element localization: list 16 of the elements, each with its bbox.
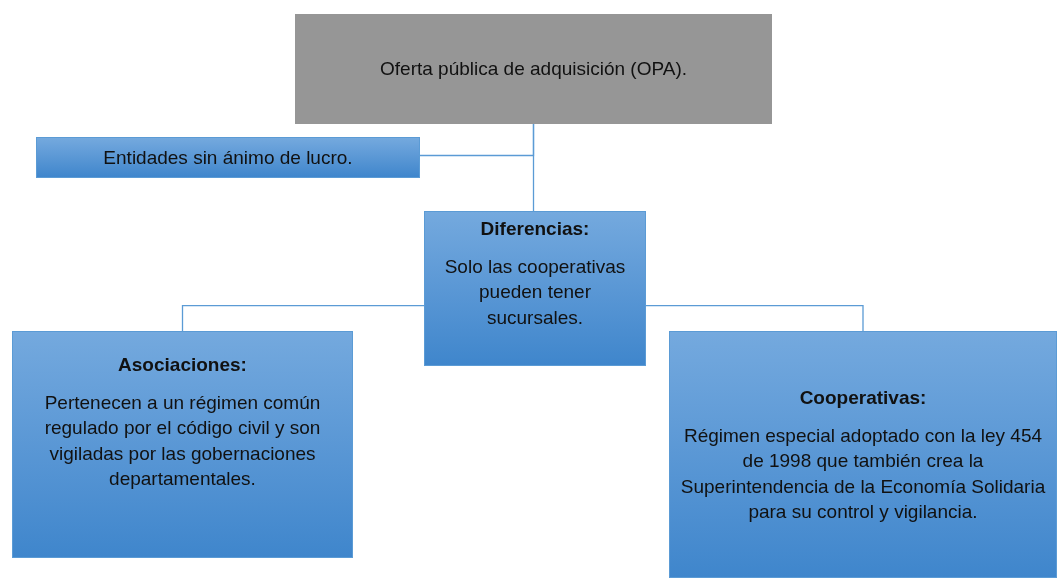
box-text: Oferta pública de adquisición (OPA). [380, 57, 687, 82]
connector-line [645, 304, 864, 332]
info-box [669, 331, 1057, 578]
box-text: Solo las cooperativas pueden tener sucursales. [443, 255, 627, 330]
box-heading: Diferencias: [480, 217, 590, 241]
info-box [12, 331, 353, 558]
box-heading: Asociaciones: [118, 353, 247, 377]
title-box [295, 14, 772, 124]
box-text: Entidades sin ánimo de lucro. [103, 145, 353, 170]
box-heading: Cooperativas: [799, 385, 927, 410]
box-text: Régimen especial adoptado con la ley 454 de 1998 que también crea la Superintendencia de la Economía Solidaria para su control y vigilancia. [679, 424, 1047, 524]
connector-line [532, 123, 535, 212]
info-box [424, 211, 646, 366]
title-box [36, 137, 420, 178]
box-text: Pertenecen a un régimen común regulado por el código civil y son vigiladas por las gobernaciones departamentales. [43, 391, 322, 491]
connector-line [181, 304, 425, 332]
